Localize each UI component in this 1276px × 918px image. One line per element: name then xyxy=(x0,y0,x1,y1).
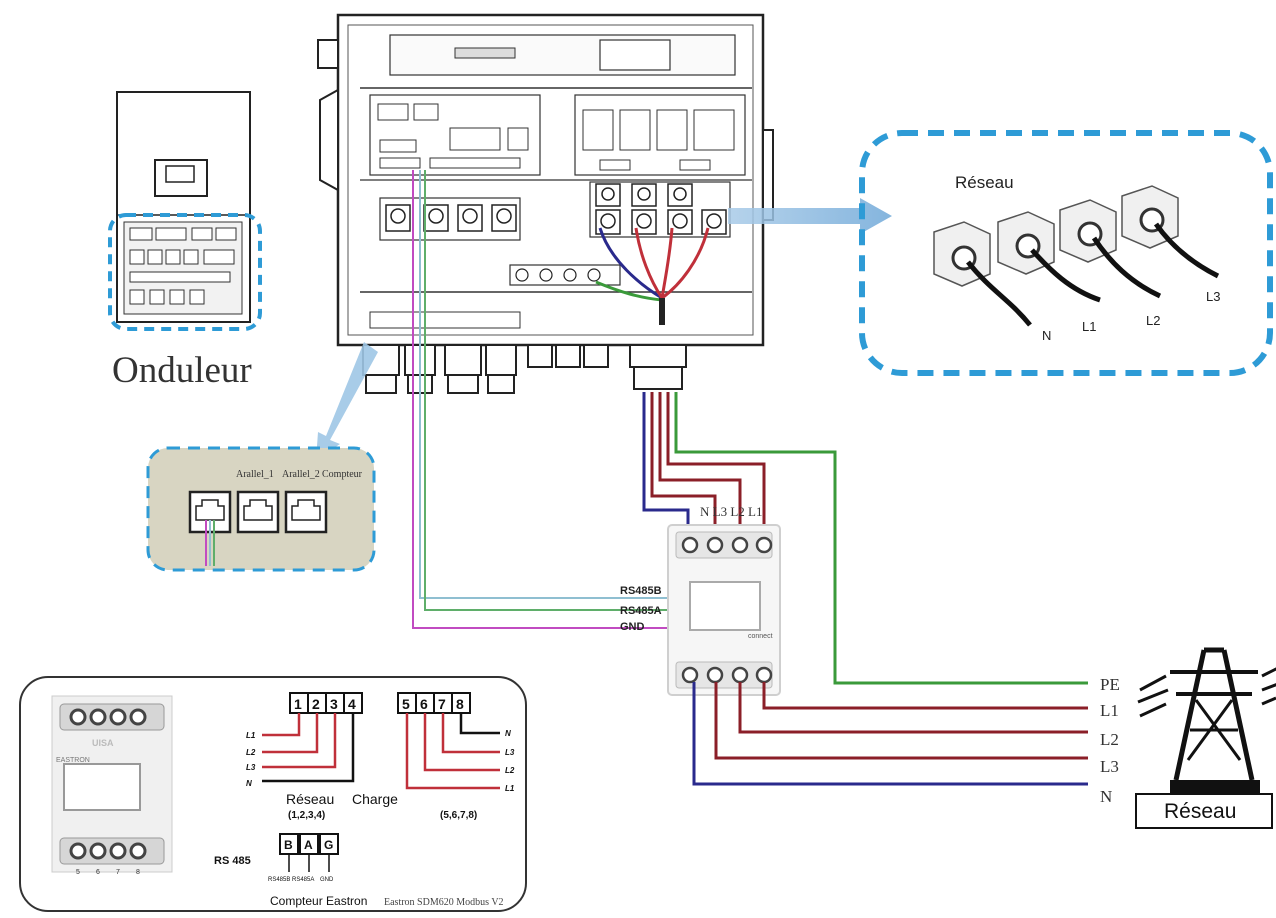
inset-right-l1: L1 xyxy=(505,784,515,793)
port-label-parallel-2: Arallel_2 xyxy=(282,469,320,480)
bag-sub-b: RS485B xyxy=(268,877,290,883)
ct-clamp-1 xyxy=(933,221,1032,327)
rj45-port-panel: Arallel_1 Arallel_2 Compteur xyxy=(146,446,376,572)
port-label-meter: Compteur xyxy=(322,469,363,480)
inset-caption-main: Compteur Eastron xyxy=(270,894,367,908)
inset-left-l3: L3 xyxy=(246,763,256,772)
energy-meter: N L3 L2 L1 connect xyxy=(667,504,781,696)
line-label-l2: L2 xyxy=(1100,730,1119,749)
rs485a-label: RS485A xyxy=(620,605,662,617)
ct-clamp-2 xyxy=(997,211,1101,303)
ac-wires xyxy=(642,392,1088,685)
inset-digit-2: 6 xyxy=(96,869,100,876)
inset-left-l2: L2 xyxy=(246,748,256,757)
inset-right-l2: L2 xyxy=(505,766,515,775)
small-inverter-illustration: Onduleur xyxy=(108,91,262,391)
term-7: 7 xyxy=(438,696,446,712)
meter-top-label: N L3 L2 L1 xyxy=(700,504,762,519)
grid-ct-box: Réseau N L1 L2 L3 xyxy=(859,130,1273,376)
inset-digit-3: 7 xyxy=(116,869,120,876)
grid-lines xyxy=(692,682,1088,786)
inset-screen: EASTRON xyxy=(56,757,90,764)
inset-reseau-sub: (1,2,3,4) xyxy=(288,810,325,821)
line-label-l3: L3 xyxy=(1100,757,1119,776)
line-label-l1: L1 xyxy=(1100,701,1119,720)
ct-label-n: N xyxy=(1042,328,1051,343)
meter-small-label: connect xyxy=(748,633,773,640)
rs485b-label: RS485B xyxy=(620,585,662,597)
inset-rs485: RS 485 xyxy=(214,855,251,867)
bag-g: G xyxy=(324,838,333,852)
callout-arrows xyxy=(316,198,892,460)
bag-b: B xyxy=(284,838,293,852)
gnd-label: GND xyxy=(620,621,645,633)
ct-label-l3: L3 xyxy=(1206,289,1220,304)
tower-label: Réseau xyxy=(1164,800,1236,823)
inset-meter-image: UISA EASTRON 5 6 7 8 xyxy=(51,695,173,876)
term-2: 2 xyxy=(312,696,320,712)
grid-box-label: Réseau xyxy=(955,173,1014,192)
inset-reseau: Réseau xyxy=(286,791,334,807)
inset-digit-1: 5 xyxy=(76,869,80,876)
ct-clamp-3 xyxy=(1059,199,1162,299)
inset-left-l1: L1 xyxy=(246,731,256,740)
line-label-pe: PE xyxy=(1100,675,1120,694)
ct-label-l2: L2 xyxy=(1146,313,1160,328)
inset-right-sub: (5,6,7,8) xyxy=(440,810,477,821)
inset-charge: Charge xyxy=(352,791,398,807)
term-4: 4 xyxy=(348,696,356,712)
inverter-label: Onduleur xyxy=(112,350,252,391)
term-1: 1 xyxy=(294,696,302,712)
ct-label-l1: L1 xyxy=(1082,319,1096,334)
ct-clamp-4 xyxy=(1121,185,1220,279)
main-inverter-illustration xyxy=(317,13,774,394)
term-6: 6 xyxy=(420,696,428,712)
meter-wiring-inset: UISA EASTRON 5 6 7 8 1 2 3 4 5 6 7 8 xyxy=(19,676,527,912)
bag-sub-g: GND xyxy=(320,877,334,883)
inset-left-n: N xyxy=(246,779,252,788)
port-label-parallel-1: Arallel_1 xyxy=(236,469,274,480)
inset-digit-4: 8 xyxy=(136,869,140,876)
term-5: 5 xyxy=(402,696,410,712)
inset-caption-sub: Eastron SDM620 Modbus V2 xyxy=(384,897,504,908)
term-8: 8 xyxy=(456,696,464,712)
inset-right-n: N xyxy=(505,729,511,738)
inset-right-l3: L3 xyxy=(505,748,515,757)
term-3: 3 xyxy=(330,696,338,712)
inset-brand: UISA xyxy=(92,738,114,748)
power-tower-icon xyxy=(1135,647,1276,829)
bag-a: A xyxy=(304,838,313,852)
bag-sub-a: RS485A xyxy=(292,877,314,883)
line-label-n: N xyxy=(1100,787,1112,806)
